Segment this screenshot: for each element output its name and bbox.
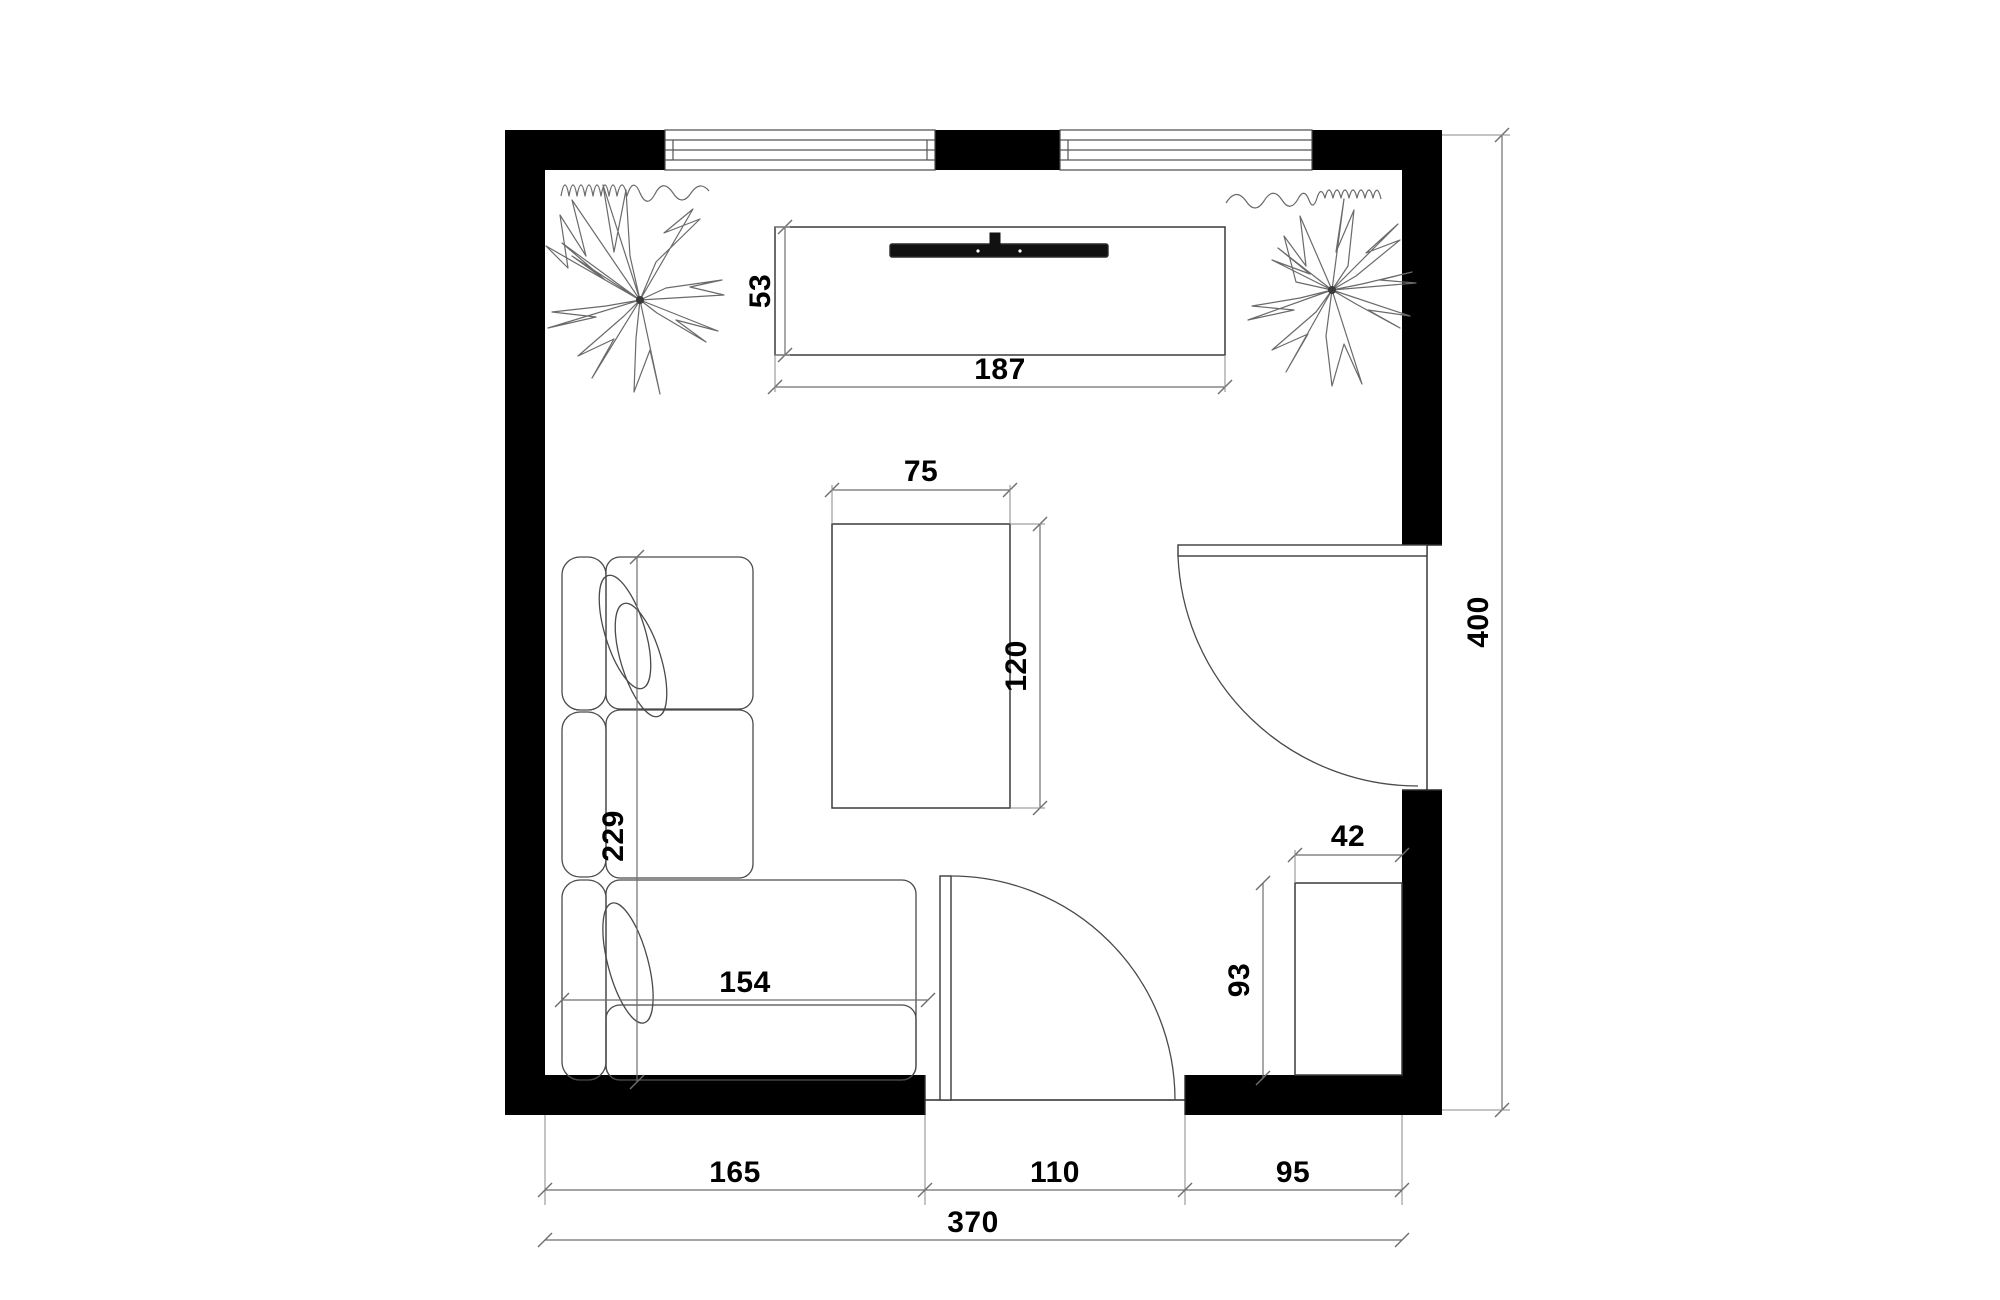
door-right-swing-arc <box>1177 555 1419 787</box>
dimension-cabinet-depth: 93 <box>1223 875 1271 1086</box>
door-bottom-leaf <box>939 875 952 1101</box>
dimension-label-75: 75 <box>904 455 938 488</box>
plant-right-icon <box>1247 198 1417 387</box>
dimension-room-width: 370 <box>537 1206 1410 1248</box>
dimension-bottom-chain: 165 110 95 <box>537 1115 1410 1205</box>
sofa-seat-cushion-1 <box>605 556 754 710</box>
door-right-leaf <box>1177 544 1428 557</box>
sofa-chaise-front-cushion <box>605 1004 917 1081</box>
dimension-label-95: 95 <box>1276 1156 1310 1189</box>
sofa-pillow-3 <box>602 902 654 1024</box>
dimension-label-165: 165 <box>709 1156 761 1189</box>
dimension-label-400: 400 <box>1462 596 1495 648</box>
sofa-back-cushion-3 <box>561 879 607 1081</box>
window-left <box>664 129 936 171</box>
window-right <box>1059 129 1313 171</box>
dimension-label-120: 120 <box>1000 640 1033 692</box>
dimension-label-187: 187 <box>974 353 1026 386</box>
dimension-label-42: 42 <box>1331 820 1365 853</box>
dimension-label-229: 229 <box>597 810 630 862</box>
curtain-left-icon <box>560 184 710 202</box>
dimension-label-154: 154 <box>719 966 771 999</box>
wall-right-lower <box>1402 790 1442 1115</box>
dimension-media-console-width: 187 <box>767 353 1233 395</box>
sectional-sofa <box>561 556 917 1081</box>
dimension-room-depth: 400 <box>1442 127 1510 1118</box>
wall-bottom-right <box>1185 1075 1442 1115</box>
wall-right-upper <box>1402 130 1442 545</box>
sofa-seat-cushion-2 <box>605 709 754 879</box>
wall-bottom-left <box>505 1075 925 1115</box>
plant-left-icon <box>545 184 725 395</box>
dimension-coffee-table-depth: 120 <box>1000 516 1048 816</box>
dimension-label-110: 110 <box>1030 1156 1080 1189</box>
dimension-coffee-table-width: 75 <box>824 455 1018 524</box>
door-right <box>1177 544 1442 791</box>
wall-left <box>505 130 545 1115</box>
wall-top-middle-pier <box>935 130 1060 170</box>
door-bottom <box>924 875 1186 1115</box>
door-bottom-swing-arc <box>950 875 1176 1101</box>
dimension-label-370: 370 <box>947 1206 999 1239</box>
dimension-sofa-depth: 229 <box>597 549 645 1090</box>
dimension-cabinet-width: 42 <box>1287 820 1410 883</box>
sofa-back-cushion-1 <box>561 556 607 711</box>
coffee-table <box>831 523 1011 809</box>
walls <box>505 130 1442 1115</box>
sofa-pillow-1 <box>598 574 652 690</box>
curtain-right-icon <box>1225 189 1382 209</box>
dimension-sofa-width: 154 <box>554 966 936 1008</box>
dimension-label-93: 93 <box>1223 963 1256 997</box>
cabinet <box>1294 882 1403 1076</box>
dimension-media-console-depth: 53 <box>744 219 793 363</box>
television <box>889 232 1109 258</box>
sofa-pillow-2 <box>614 602 668 718</box>
dimension-label-53: 53 <box>744 274 777 308</box>
